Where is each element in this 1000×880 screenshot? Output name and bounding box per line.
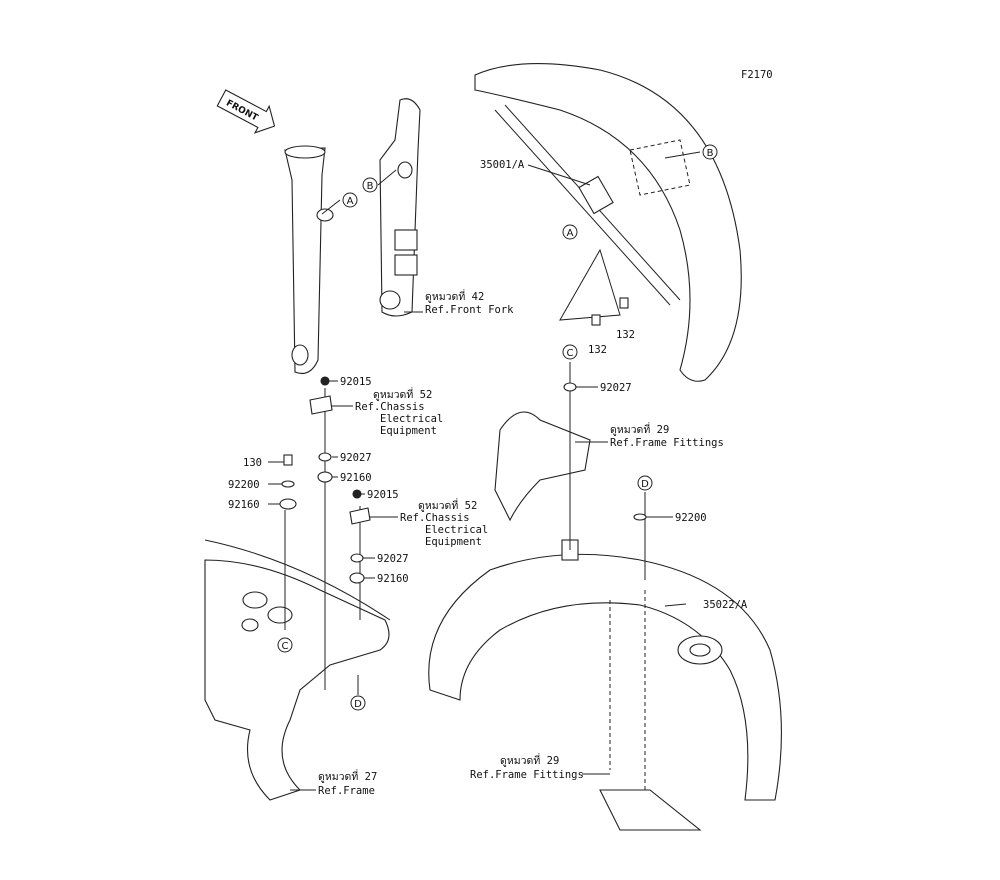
- fender-bracket: [494, 411, 591, 522]
- part-132-a[interactable]: 132: [588, 344, 607, 356]
- part-132-b[interactable]: 132: [616, 329, 635, 341]
- part-130[interactable]: 130: [243, 457, 262, 469]
- ref-chassis-a-line3: Equipment: [380, 425, 437, 437]
- svg-text:B: B: [707, 148, 714, 159]
- callout-b1: B: [362, 177, 378, 193]
- part-92015-b[interactable]: 92015: [367, 489, 399, 501]
- ref-front-fork-thai: ดูหมวดที่ 42: [425, 289, 484, 303]
- part-92160-a[interactable]: 92160: [340, 472, 372, 484]
- callout-c2: C: [277, 637, 293, 653]
- ref-frame-fittings-b-thai: ดูหมวดที่ 29: [500, 753, 559, 767]
- part-92200-left[interactable]: 92200: [228, 479, 260, 491]
- part-92027-top[interactable]: 92027: [600, 382, 632, 394]
- ref-frame-thai: ดูหมวดที่ 27: [318, 769, 377, 783]
- callout-d1: D: [637, 475, 653, 491]
- svg-text:D: D: [354, 699, 362, 710]
- part-92160-b[interactable]: 92160: [377, 573, 409, 585]
- front-fender-upper: [474, 63, 742, 382]
- hardware: [279, 297, 647, 584]
- ref-chassis-b-line2: Electrical: [425, 524, 488, 536]
- ref-chassis-b[interactable]: Ref.Chassis: [400, 512, 470, 524]
- frame: [204, 539, 391, 801]
- ref-chassis-a[interactable]: Ref.Chassis: [355, 401, 425, 413]
- ref-chassis-a-line2: Electrical: [380, 413, 443, 425]
- front-fender-lower: [428, 539, 782, 831]
- ref-frame[interactable]: Ref.Frame: [318, 785, 375, 797]
- svg-text:A: A: [567, 228, 574, 239]
- ref-frame-fittings-a-thai: ดูหมวดที่ 29: [610, 422, 669, 436]
- svg-text:A: A: [347, 196, 354, 207]
- callout-d2: D: [350, 695, 366, 711]
- part-92027-a[interactable]: 92027: [340, 452, 372, 464]
- callout-b2: B: [702, 144, 718, 160]
- callout-c1: C: [562, 344, 578, 360]
- part-35022[interactable]: 35022/A: [703, 599, 748, 611]
- svg-text:C: C: [567, 348, 574, 359]
- part-92160-left[interactable]: 92160: [228, 499, 260, 511]
- leader-lines: [268, 151, 701, 791]
- svg-text:D: D: [641, 479, 649, 490]
- ref-chassis-b-line3: Equipment: [425, 536, 482, 548]
- part-92200-right[interactable]: 92200: [675, 512, 707, 524]
- diagram-code: F2170: [741, 69, 773, 81]
- ref-chassis-a-thai: ดูหมวดที่ 52: [373, 387, 432, 401]
- front-fork-left: [284, 145, 334, 375]
- front-arrow-icon: FRONT: [216, 89, 276, 134]
- ref-frame-fittings-a[interactable]: Ref.Frame Fittings: [610, 437, 724, 449]
- front-fork-right: [379, 98, 421, 317]
- ref-frame-fittings-b[interactable]: Ref.Frame Fittings: [470, 769, 584, 781]
- part-92027-b[interactable]: 92027: [377, 553, 409, 565]
- svg-text:B: B: [367, 181, 374, 192]
- part-92015-a[interactable]: 92015: [340, 376, 372, 388]
- part-35001[interactable]: 35001/A: [480, 159, 525, 171]
- ref-front-fork[interactable]: Ref.Front Fork: [425, 304, 514, 316]
- callout-a2: A: [562, 224, 578, 240]
- ref-chassis-b-thai: ดูหมวดที่ 52: [418, 498, 477, 512]
- callout-a1: A: [342, 192, 358, 208]
- svg-text:C: C: [282, 641, 289, 652]
